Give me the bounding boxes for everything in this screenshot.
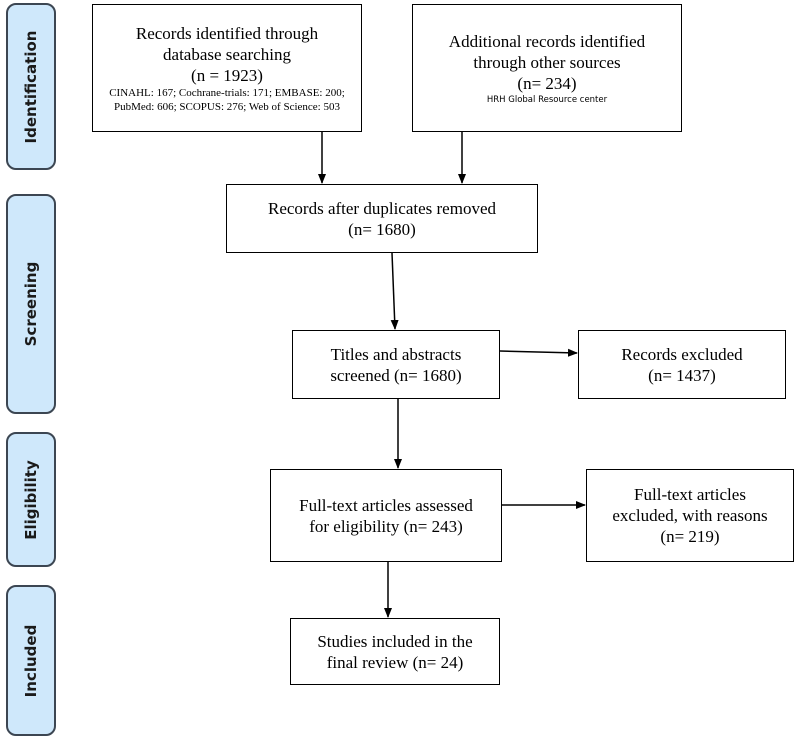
fulltext-line2: for eligibility (n= 243): [309, 516, 463, 536]
excluded-records-line2: (n= 1437): [648, 365, 716, 385]
phase-identification: Identification: [6, 3, 56, 170]
phase-eligibility: Eligibility: [6, 432, 56, 567]
included-line2: final review (n= 24): [326, 652, 464, 672]
box-other-records: Additional records identified through ot…: [412, 4, 682, 132]
phase-screening: Screening: [6, 194, 56, 414]
other-line1: Additional records identified: [448, 31, 646, 51]
other-count: (n= 234): [517, 73, 577, 93]
screened-line1: Titles and abstracts: [330, 344, 462, 364]
excluded-records-line1: Records excluded: [621, 344, 743, 364]
excluded-fulltext-line3: (n= 219): [660, 527, 720, 546]
box-fulltext-excluded: Full-text articles excluded, with reason…: [586, 469, 794, 562]
duplicates-line1: Records after duplicates removed: [268, 198, 496, 218]
screened-line2: screened (n= 1680): [330, 365, 462, 385]
database-line1: Records identified through: [135, 23, 319, 43]
excluded-fulltext-line1: Full-text articles: [634, 485, 746, 504]
database-detail: CINAHL: 167; Cochrane-trials: 171; EMBAS…: [109, 86, 345, 113]
box-fulltext-assessed: Full-text articles assessed for eligibil…: [270, 469, 502, 562]
box-duplicates-removed: Records after duplicates removed (n= 168…: [226, 184, 538, 253]
box-studies-included: Studies included in the final review (n=…: [290, 618, 500, 685]
database-count: (n = 1923): [191, 65, 263, 85]
database-line2: database searching: [163, 44, 291, 64]
phase-included: Included: [6, 585, 56, 736]
included-line1: Studies included in the: [317, 631, 473, 651]
arrow-screened-to-excluded: [499, 348, 578, 357]
box-records-excluded: Records excluded (n= 1437): [578, 330, 786, 399]
box-database-records: Records identified through database sear…: [92, 4, 362, 132]
box-screened: Titles and abstracts screened (n= 1680): [292, 330, 500, 399]
duplicates-line2: (n= 1680): [348, 219, 416, 239]
arrow-duplicates-to-screened: [390, 252, 399, 330]
other-detail: HRH Global Resource center: [486, 94, 608, 105]
other-line2: through other sources: [473, 52, 621, 72]
fulltext-line1: Full-text articles assessed: [299, 495, 473, 515]
excluded-fulltext-line2: excluded, with reasons: [612, 506, 768, 525]
